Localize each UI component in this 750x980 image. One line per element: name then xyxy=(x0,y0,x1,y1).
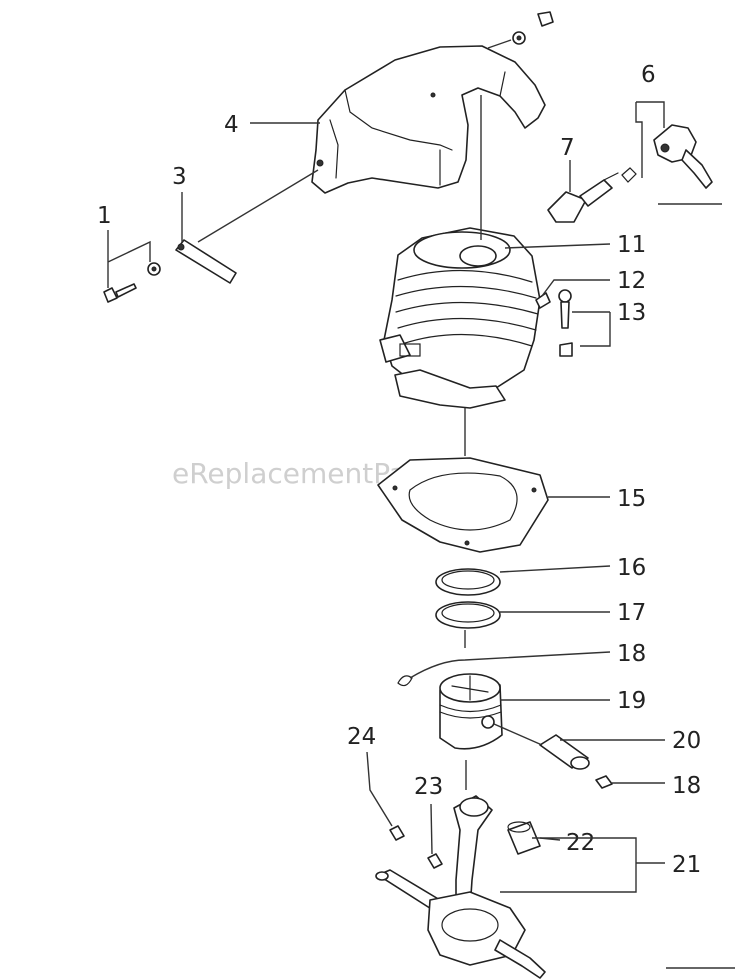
part-7-spark-plug xyxy=(547,172,619,223)
part-17-piston-ring xyxy=(435,601,501,629)
bracket-21 xyxy=(500,837,637,893)
callout-3: 3 xyxy=(172,164,187,190)
part-6-plug-cap xyxy=(621,124,713,189)
part-12-screw xyxy=(535,289,572,329)
part-13-clip xyxy=(559,342,573,357)
callout-1: 1 xyxy=(97,203,112,229)
callout-18-bottom: 18 xyxy=(672,773,701,799)
callout-4: 4 xyxy=(224,112,239,138)
callout-21: 21 xyxy=(672,852,701,878)
callout-15: 15 xyxy=(617,486,646,512)
part-21-crankshaft xyxy=(375,795,546,979)
callout-20: 20 xyxy=(672,728,701,754)
part-15-gasket xyxy=(377,457,549,553)
callout-7: 7 xyxy=(560,135,575,161)
callout-19: 19 xyxy=(617,688,646,714)
callout-24: 24 xyxy=(347,724,376,750)
part-16-piston-ring xyxy=(435,568,501,596)
part-20-piston-pin xyxy=(539,734,590,770)
part-23-key xyxy=(427,853,443,869)
part-24-key xyxy=(389,825,405,841)
callout-16: 16 xyxy=(617,555,646,581)
part-1-screw-washer xyxy=(103,262,161,303)
bracket-1 xyxy=(107,240,151,288)
bracket-6 xyxy=(635,101,665,178)
callout-17: 17 xyxy=(617,600,646,626)
callout-12: 12 xyxy=(617,268,646,294)
bracket-13 xyxy=(572,311,611,347)
part-11-cylinder xyxy=(379,227,541,409)
callout-13: 13 xyxy=(617,300,646,326)
part-18-circlip xyxy=(397,675,413,687)
part-19-piston xyxy=(439,673,503,750)
part-18-circlip-b xyxy=(595,775,613,789)
callout-11: 11 xyxy=(617,232,646,258)
part-4-cylinder-cover xyxy=(311,45,546,194)
callout-6: 6 xyxy=(641,62,656,88)
part-3-stay xyxy=(175,239,237,284)
callout-23: 23 xyxy=(414,774,443,800)
callout-22: 22 xyxy=(566,830,595,856)
cover-screw xyxy=(512,11,554,45)
part-22-needle-bearing xyxy=(507,821,541,855)
callout-18-top: 18 xyxy=(617,641,646,667)
